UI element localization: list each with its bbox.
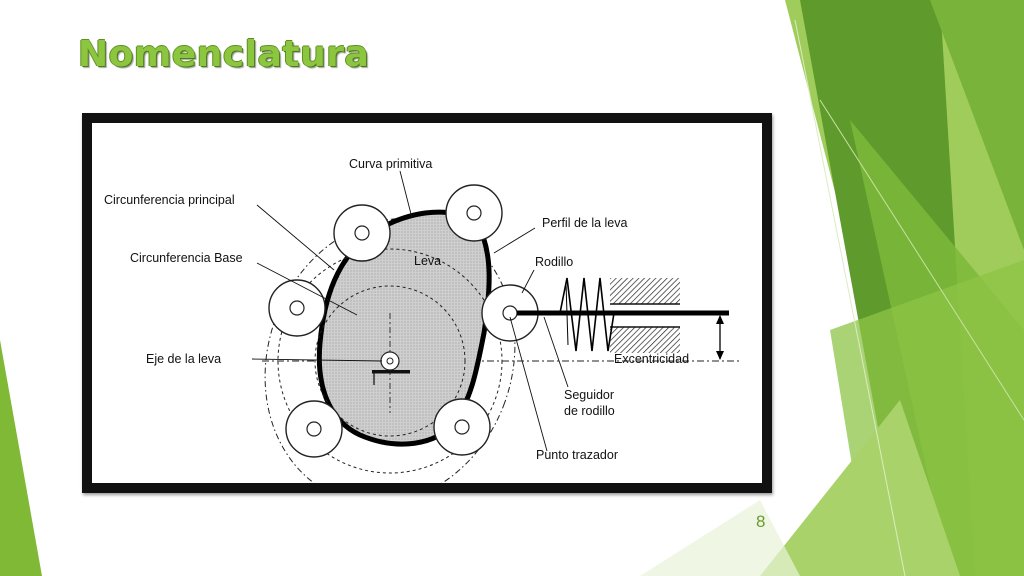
base-circle: [314, 285, 466, 437]
leader-lines: [251, 170, 569, 452]
label-excentricidad: Excentricidad: [614, 352, 689, 366]
slide-title: Nomenclatura: [78, 34, 370, 75]
cam-nomenclature-diagram: Curva primitiva Circunferencia principal…: [92, 123, 762, 483]
roller-pin: [306, 421, 322, 437]
cam-axis-point: [386, 357, 394, 365]
arrow-up-icon: [716, 315, 724, 324]
label-perfil-de-la-leva: Perfil de la leva: [542, 216, 628, 230]
follower-rod: [517, 310, 729, 316]
label-de-rodillo: de rodillo: [564, 404, 615, 418]
label-curva-primitiva: Curva primitiva: [349, 157, 432, 171]
lower-guide: [610, 327, 680, 353]
upper-guide: [610, 278, 680, 304]
diagram-frame: Curva primitiva Circunferencia principal…: [82, 113, 772, 493]
roller-follower-assembly: [517, 277, 729, 353]
page-number: 8: [756, 512, 766, 531]
label-leva: Leva: [414, 254, 441, 268]
prime-circle: [277, 248, 503, 474]
label-eje-de-la-leva: Eje de la leva: [146, 352, 221, 366]
roller-pin: [354, 225, 370, 241]
label-seguidor: Seguidor: [564, 388, 614, 402]
roller-pin: [289, 300, 305, 316]
arrow-down-icon: [716, 351, 724, 360]
roller-group: [268, 184, 539, 458]
follower-spring: [559, 277, 615, 352]
label-circunferencia-base: Circunferencia Base: [130, 251, 243, 265]
roller-pin: [454, 419, 470, 435]
spring-coil: [565, 282, 569, 346]
roller-pin: [466, 205, 482, 221]
cam-support: [372, 370, 410, 374]
label-rodillo: Rodillo: [535, 255, 573, 269]
eccentricity-dimension: [716, 315, 724, 360]
label-circunferencia-principal: Circunferencia principal: [104, 193, 235, 207]
label-punto-trazador: Punto trazador: [536, 448, 618, 462]
